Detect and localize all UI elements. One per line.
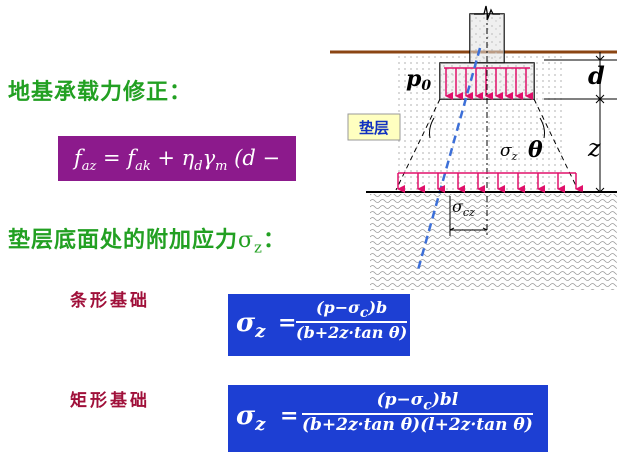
formula-fa-lhs: f: [73, 146, 82, 170]
p0-label-main: p: [406, 66, 422, 92]
sigma-cz-label: σcz: [452, 197, 475, 219]
sigma-subscript: z: [254, 238, 263, 257]
sigma-symbol: σ: [238, 228, 255, 253]
rect-lhs: σz: [236, 401, 265, 435]
rect-fraction-bar: [302, 413, 533, 416]
dim-arrow-z-top: [595, 98, 605, 104]
dim-arrow-d-top: [595, 55, 605, 61]
strip-lhs-sub: z: [255, 321, 266, 343]
strip-foundation-formula: σz = (p−σc)b (b+2z·tan θ): [228, 294, 410, 356]
rect-denominator: (b+2z·tan θ)(l+2z·tan θ): [302, 415, 533, 436]
rect-lhs-sigma: σ: [236, 401, 256, 431]
theta-arc-right: [539, 117, 545, 139]
column-break-symbol: [474, 5, 500, 21]
rect-num-b: )bl: [431, 390, 459, 410]
cushion-label-box: [347, 113, 401, 141]
cushion-stress-arrows: [397, 172, 583, 193]
heading-colon: ：: [262, 228, 286, 253]
bearing-capacity-heading: 地基承载力修正：: [8, 80, 193, 105]
sigma-cz-sub: cz: [463, 206, 475, 219]
additional-stress-heading: 垫层底面处的附加应力σz：: [8, 222, 286, 256]
p0-label-sub: 0: [421, 78, 431, 94]
theta-arc-left: [429, 117, 435, 139]
dim-arrow-z-bottom: [595, 187, 605, 193]
d-dimension-label: d: [588, 61, 605, 90]
formula-fa-lhs-sub: az: [81, 159, 97, 175]
strip-fraction: (p−σc)b (b+2z·tan θ): [296, 298, 408, 343]
formula-fa-eta: η: [181, 146, 195, 170]
sigma-cz-main: σ: [452, 197, 464, 216]
z-dimension-label: z: [587, 134, 601, 162]
strip-lhs-sigma: σ: [236, 308, 256, 338]
theta-label: θ: [528, 137, 543, 163]
rect-numerator: (p−σc)bl: [377, 390, 459, 413]
sigma-cz-arrow-left: [449, 227, 455, 231]
formula-fa-term1: f: [127, 146, 136, 170]
formula-fa-rest: (d − 0.5): [156, 146, 281, 224]
sigma-z-sub: z: [511, 150, 518, 163]
bearing-capacity-formula: faz = fak + ηdγm (d − 0.5): [58, 136, 296, 223]
strip-fraction-bar: [296, 321, 408, 324]
sigma-z-main: σ: [500, 141, 512, 161]
strip-lhs: σz: [236, 308, 265, 342]
formula-fa-plus: +: [150, 146, 182, 170]
rect-foundation-formula: σz = (p−σc)bl (b+2z·tan θ)(l+2z·tan θ): [228, 385, 548, 452]
cushion-label: 垫层: [359, 119, 389, 137]
additional-stress-heading-text: 垫层底面处的附加应力: [8, 228, 239, 253]
strip-eq: =: [278, 310, 297, 336]
rect-eq: =: [280, 403, 299, 429]
formula-fa-gamma: γ: [202, 146, 216, 170]
formula-fa-term1-sub: ak: [135, 159, 151, 175]
rect-num-sub: c: [423, 397, 432, 414]
formula-fa-eta-sub: d: [194, 159, 203, 175]
formula-fa-gamma-sub: m: [215, 159, 228, 175]
strip-num-b: )b: [368, 298, 388, 317]
strip-num-sub: c: [359, 305, 369, 322]
p0-label: p0: [406, 66, 431, 94]
stress-spread-left: [395, 98, 441, 191]
sigma-z-label: σz: [500, 141, 518, 163]
rect-foundation-label: 矩形基础: [70, 391, 150, 411]
soil-layer: [370, 194, 617, 290]
rect-fraction: (p−σc)bl (b+2z·tan θ)(l+2z·tan θ): [302, 390, 533, 435]
stress-spread-right: [533, 98, 579, 191]
formula-fa-eq: =: [96, 146, 128, 170]
strip-denominator: (b+2z·tan θ): [296, 323, 408, 343]
foundation-diagram: 垫层 p0 d z σz θ σcz: [330, 5, 617, 290]
strip-num-a: (p−σ: [315, 298, 360, 317]
rect-lhs-sub: z: [255, 414, 266, 436]
base-pressure-arrows: [444, 67, 533, 100]
strip-foundation-label: 条形基础: [70, 291, 150, 311]
strip-numerator: (p−σc)b: [316, 298, 387, 321]
rect-num-a: (p−σ: [376, 390, 424, 410]
sigma-cz-arrow-right: [482, 227, 488, 231]
